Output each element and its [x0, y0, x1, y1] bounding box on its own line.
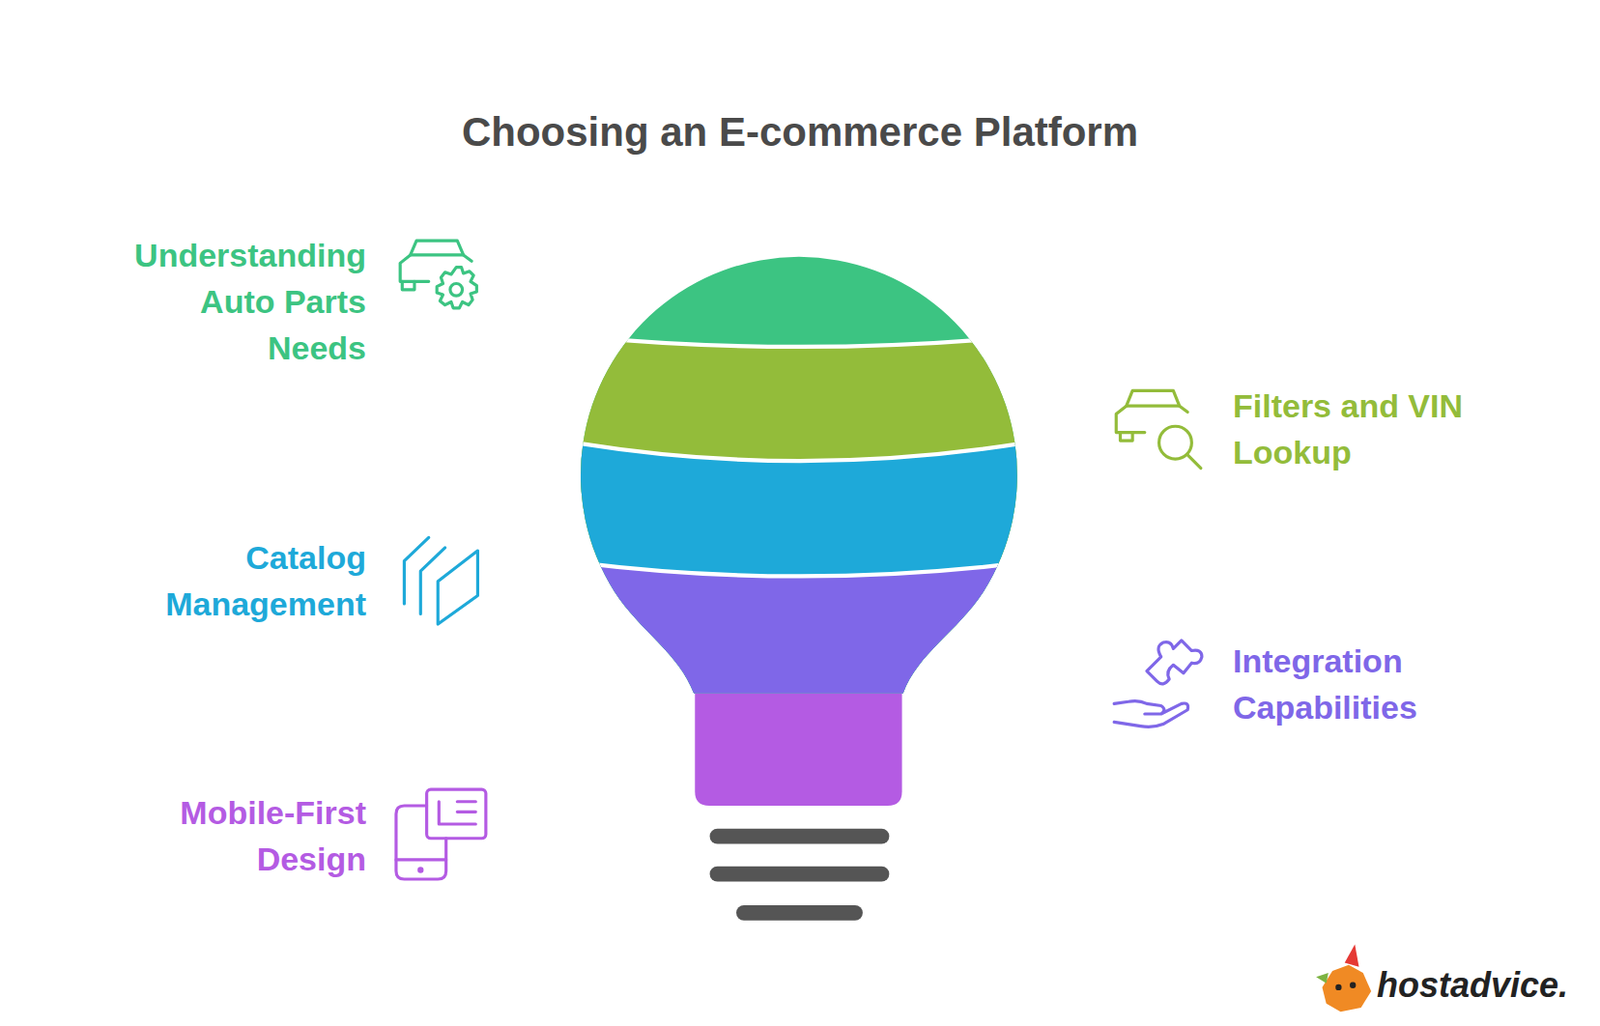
magnifier-handle [1187, 455, 1201, 469]
title: Choosing an E-commerce Platform [0, 108, 1600, 157]
logo-leaf [1315, 972, 1329, 984]
car-wheel [401, 281, 415, 289]
band-blue [550, 438, 1051, 715]
logo-fox [1322, 965, 1372, 1013]
step-label: Mobile-First Design [95, 789, 367, 883]
page-edge [420, 547, 445, 615]
logo-eye [1349, 982, 1356, 989]
bulb-screw [716, 836, 882, 914]
phone-button [419, 868, 423, 872]
page-edge [403, 537, 429, 604]
band-divider [550, 559, 1051, 577]
car-line [1126, 404, 1180, 408]
screw-bar [743, 905, 856, 921]
bulb-globe [550, 234, 1051, 715]
car-line [410, 253, 464, 257]
band-lime [550, 333, 1051, 715]
hand [1114, 701, 1188, 728]
step-label: Understanding Auto Parts Needs [95, 231, 367, 372]
watermark: hostadvice. [1376, 964, 1590, 1007]
car-wheel [1119, 432, 1133, 441]
step-label: Catalog Management [95, 534, 367, 628]
car-search-icon [1115, 390, 1201, 468]
band-green [550, 234, 1051, 715]
band-indigo [550, 559, 1051, 715]
document-lines [438, 801, 476, 825]
screw-bar [716, 866, 882, 883]
logo-ear [1344, 944, 1360, 968]
puzzle-piece [1146, 640, 1202, 685]
bulb-base [694, 693, 902, 806]
gear [436, 267, 477, 309]
band-divider [550, 438, 1051, 461]
step-label: Integration Capabilities [1232, 637, 1523, 731]
catalog-icon [403, 537, 478, 625]
watermark-logo [1315, 944, 1372, 1013]
phone-line [396, 857, 447, 861]
integration-icon [1114, 640, 1202, 727]
logo-eye [1335, 984, 1342, 991]
mobile-icon [396, 789, 486, 880]
document [427, 789, 486, 839]
car-gear-icon [400, 240, 477, 309]
step-label: Filters and VIN Lookup [1232, 382, 1523, 476]
page-front [437, 550, 478, 625]
car-body [400, 240, 472, 282]
gear-hub [450, 283, 463, 296]
band-divider [550, 333, 1051, 347]
screw-bar [716, 828, 882, 845]
